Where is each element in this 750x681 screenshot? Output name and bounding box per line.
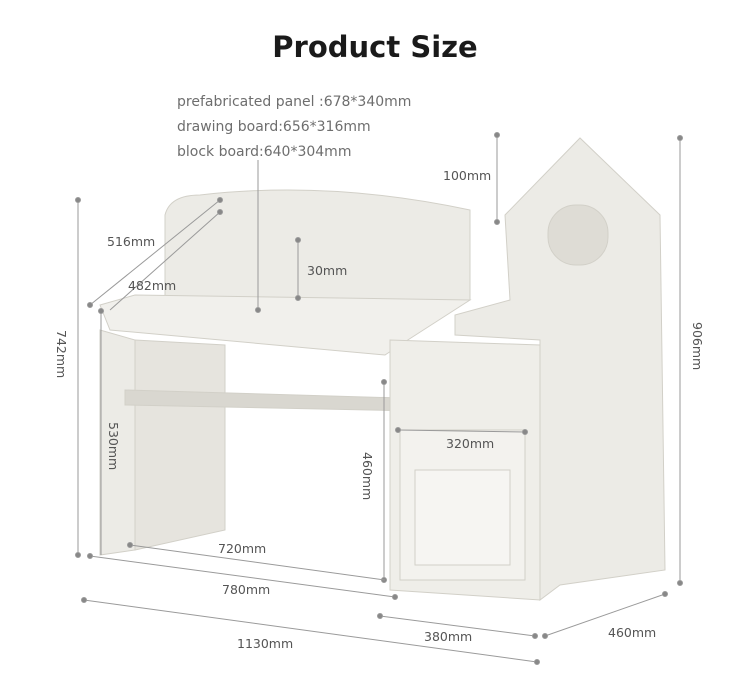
dim-cabinet-height: 460mm bbox=[360, 452, 375, 501]
dim-roof-height: 100mm bbox=[443, 168, 492, 183]
dim-board-lip: 30mm bbox=[307, 263, 348, 278]
spec-drawing-board: drawing board:656*316mm bbox=[177, 119, 371, 135]
dim-total-height: 906mm bbox=[690, 322, 705, 371]
dim-desk-width: 780mm bbox=[222, 582, 271, 597]
dim-total-depth: 460mm bbox=[608, 625, 657, 640]
dim-desk-height: 742mm bbox=[54, 330, 69, 379]
spec-prefabricated-panel: prefabricated panel :678*340mm bbox=[177, 94, 412, 110]
spec-block-board: block board:640*304mm bbox=[177, 144, 352, 160]
dim-inner-width: 720mm bbox=[218, 541, 267, 556]
dim-desk-depth: 482mm bbox=[128, 278, 177, 293]
page-title: Product Size bbox=[272, 30, 478, 64]
dim-cabinet-width: 380mm bbox=[424, 629, 473, 644]
dim-leg-height: 530mm bbox=[106, 422, 121, 471]
dim-total-width: 1130mm bbox=[237, 636, 294, 651]
dim-drawer-width: 320mm bbox=[446, 436, 495, 451]
dim-backrest-depth: 516mm bbox=[107, 234, 156, 249]
